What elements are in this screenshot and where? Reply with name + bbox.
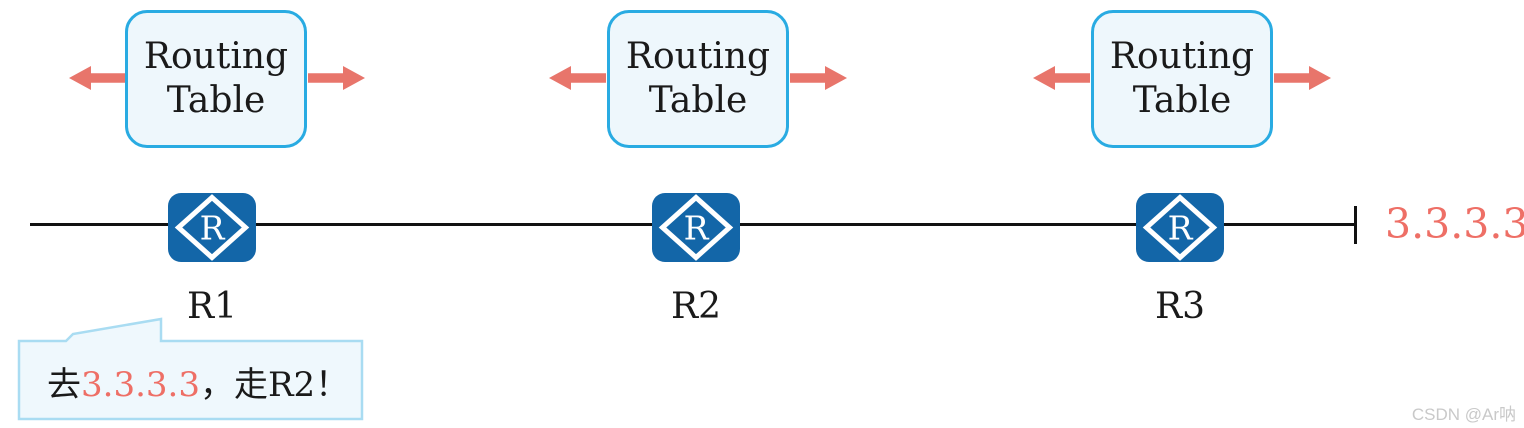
router-icon-letter: R (1168, 209, 1194, 248)
routing-table-box-r1: Routing Table (125, 10, 307, 148)
speech-bubble-shape (17, 317, 364, 421)
bubble-text-destination: 3.3.3.3 (81, 365, 200, 405)
arrow-left-icon (549, 66, 606, 90)
router-label-r3: R3 (1154, 286, 1205, 327)
arrow-left-icon (69, 66, 126, 90)
router-icon-letter: R (684, 209, 710, 248)
arrow-left-icon (1033, 66, 1090, 90)
routing-table-label: Routing Table (1109, 36, 1255, 121)
link-end-terminator (1354, 206, 1357, 244)
speech-bubble-text: 去3.3.3.3，走R2！ (47, 357, 349, 406)
routing-table-box-r3: Routing Table (1091, 10, 1273, 148)
destination-ip-label: 3.3.3.3 (1385, 200, 1524, 248)
routing-table-label: Routing Table (143, 36, 289, 121)
bubble-text-prefix: 去 (47, 365, 81, 405)
router-icon-r3: R (1136, 193, 1224, 262)
arrow-right-icon (1274, 66, 1331, 90)
router-icon-r2: R (652, 193, 740, 262)
router-label-r1: R1 (186, 286, 237, 327)
router-label-r2: R2 (670, 286, 721, 327)
routing-table-box-r2: Routing Table (607, 10, 789, 148)
router-icon-r1: R (168, 193, 256, 262)
arrow-right-icon (308, 66, 365, 90)
routing-table-label: Routing Table (625, 36, 771, 121)
arrow-right-icon (790, 66, 847, 90)
bubble-text-suffix: ，走R2！ (199, 365, 350, 405)
router-icon-letter: R (200, 209, 226, 248)
watermark-text: CSDN @Ar呐 (1411, 405, 1516, 424)
